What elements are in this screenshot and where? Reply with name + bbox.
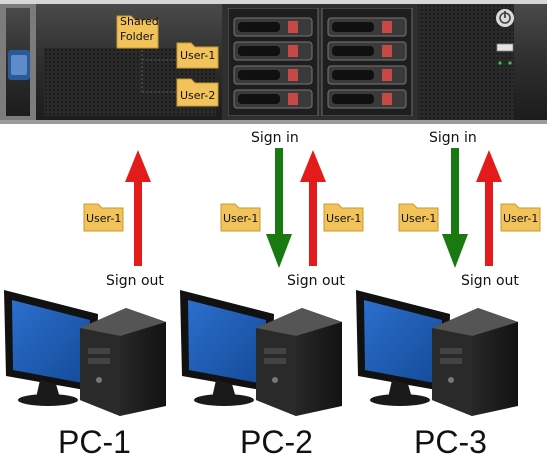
drive-slot <box>233 17 313 37</box>
drive-slot <box>233 65 313 85</box>
transit-folder-label: User-1 <box>326 212 362 225</box>
folder-icon <box>323 203 364 232</box>
transit-folder-label: User-1 <box>503 212 539 225</box>
shared-folder-label: Shared Folder <box>120 15 159 43</box>
folder-icon <box>83 203 124 232</box>
folder-icon <box>220 203 261 232</box>
pc-label: PC-1 <box>58 424 131 460</box>
pc-label: PC-3 <box>414 424 487 460</box>
drive-slot <box>233 41 313 61</box>
pc-label: PC-2 <box>240 424 313 460</box>
drive-slot <box>327 41 407 61</box>
monitor-screen <box>364 300 442 384</box>
server-folder-user2-label: User-2 <box>180 89 216 102</box>
drive-slot <box>327 65 407 85</box>
transit-folder-label: User-1 <box>223 212 259 225</box>
sign-in-label-pc3: Sign in <box>429 130 477 146</box>
computer-icon <box>352 288 522 422</box>
drive-bays <box>228 8 413 116</box>
folder-icon <box>398 203 439 232</box>
folder-connector-lines <box>141 50 178 93</box>
transit-folder-label: User-1 <box>401 212 437 225</box>
drive-slot <box>327 89 407 109</box>
sign-in-arrow-pc2 <box>266 148 292 268</box>
monitor-screen <box>188 300 266 384</box>
drive-slot <box>233 89 313 109</box>
server-folder-user1-label: User-1 <box>180 49 216 62</box>
computer-icon <box>176 288 346 422</box>
sign-out-arrow-pc2 <box>300 150 326 266</box>
sign-out-label-pc1: Sign out <box>106 273 164 289</box>
folder-icon <box>176 78 219 107</box>
drive-slot <box>327 17 407 37</box>
sign-out-arrow-pc3 <box>476 150 502 266</box>
transit-folder-label: User-1 <box>86 212 122 225</box>
folder-icon <box>176 42 219 69</box>
sign-out-label-pc2: Sign out <box>287 273 345 289</box>
sign-in-arrow-pc3 <box>442 148 468 268</box>
monitor-screen <box>12 300 90 384</box>
sign-out-arrow-pc1 <box>125 150 151 266</box>
folder-icon <box>500 203 541 232</box>
shared-folder-icon <box>116 15 159 49</box>
computer-icon <box>0 288 170 422</box>
sign-in-label-pc2: Sign in <box>251 130 299 146</box>
sign-out-label-pc3: Sign out <box>461 273 519 289</box>
